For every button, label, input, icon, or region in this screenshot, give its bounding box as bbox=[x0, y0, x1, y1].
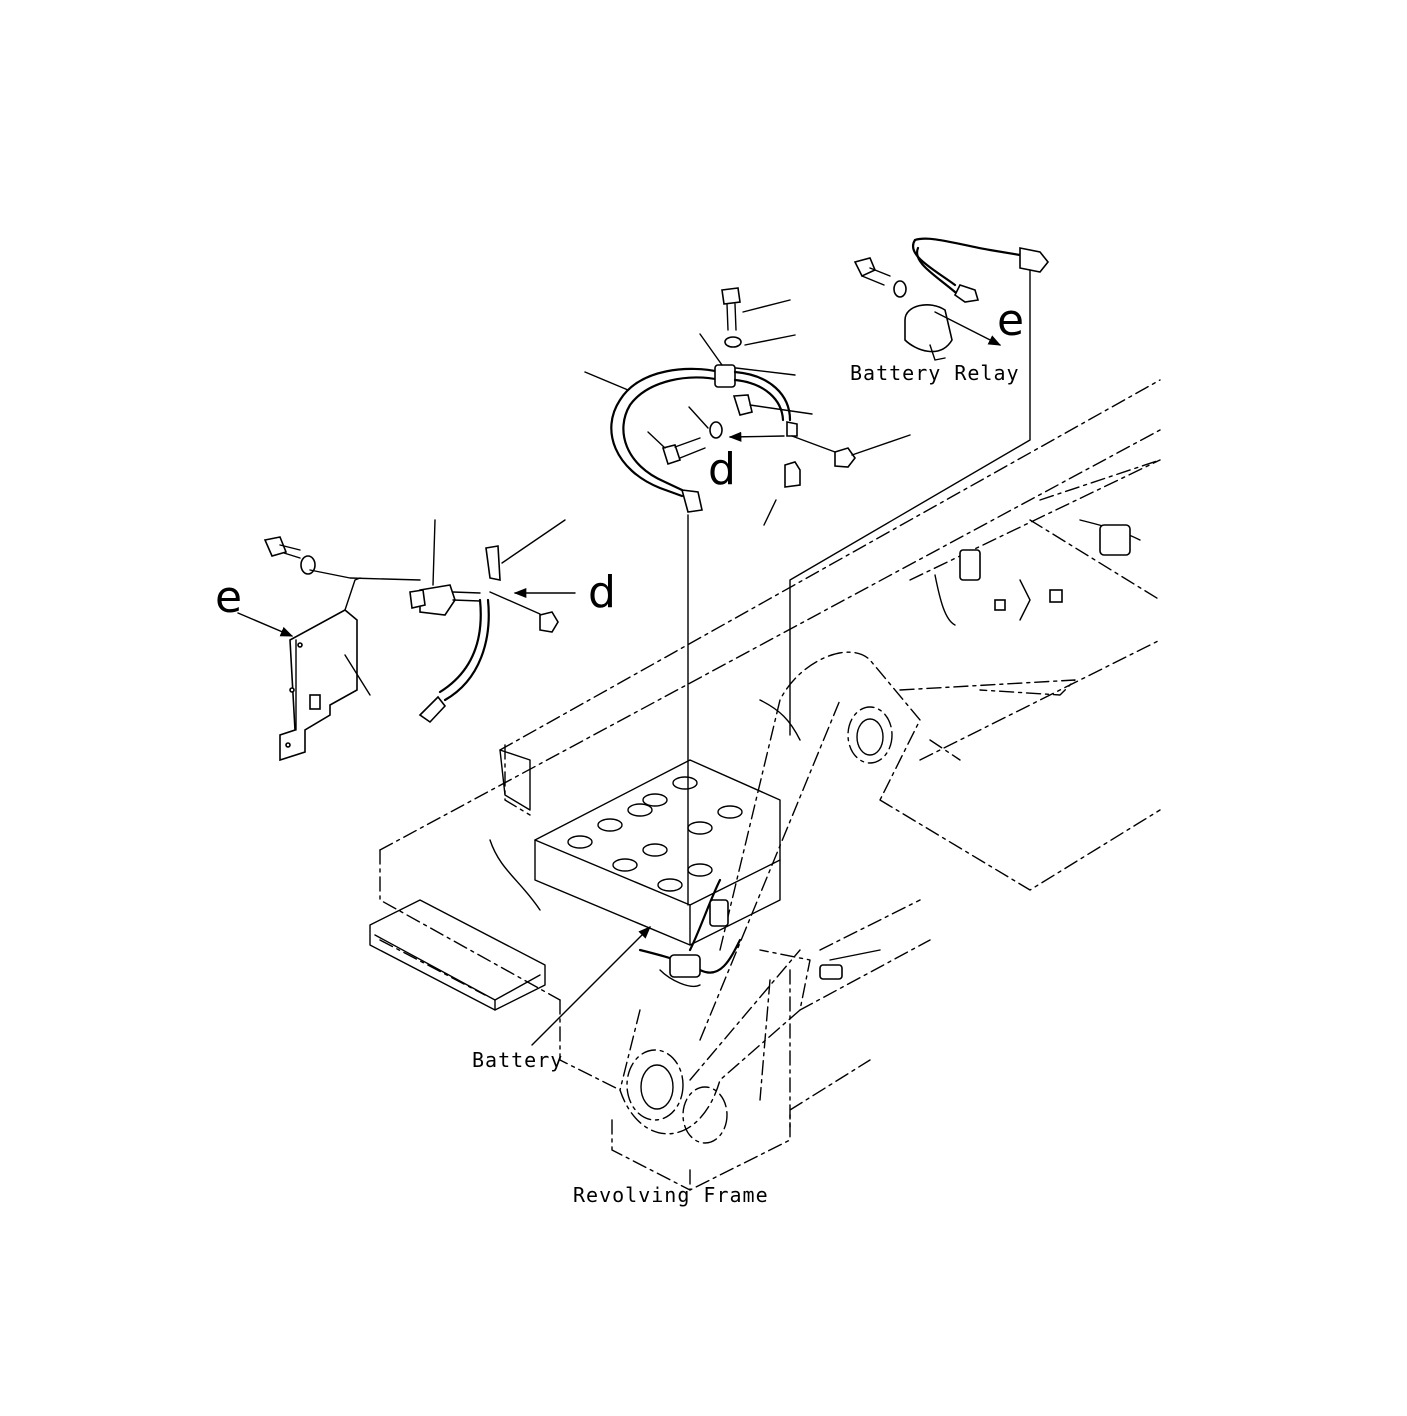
revolving-frame-label: Revolving Frame bbox=[573, 1183, 769, 1207]
revolving-frame-outline bbox=[379, 379, 1161, 1191]
battery-relay-label: Battery Relay bbox=[850, 361, 1020, 385]
harness bbox=[638, 699, 881, 987]
mounted-relay bbox=[934, 519, 1141, 626]
view-marker-d-center: d bbox=[708, 444, 736, 495]
step bbox=[369, 899, 546, 1011]
leader-lines bbox=[237, 269, 1031, 1046]
view-marker-e-left: e bbox=[215, 572, 242, 623]
view-marker-e-top: e bbox=[997, 295, 1024, 346]
battery-box bbox=[489, 749, 781, 946]
battery-cable-exploded bbox=[584, 287, 911, 526]
view-marker-d-left: d bbox=[588, 567, 616, 618]
bracket-assembly-exploded bbox=[263, 519, 566, 762]
boom-bracket bbox=[619, 651, 921, 1144]
battery-label: Battery bbox=[472, 1048, 563, 1072]
battery-relay-exploded bbox=[853, 237, 1050, 361]
